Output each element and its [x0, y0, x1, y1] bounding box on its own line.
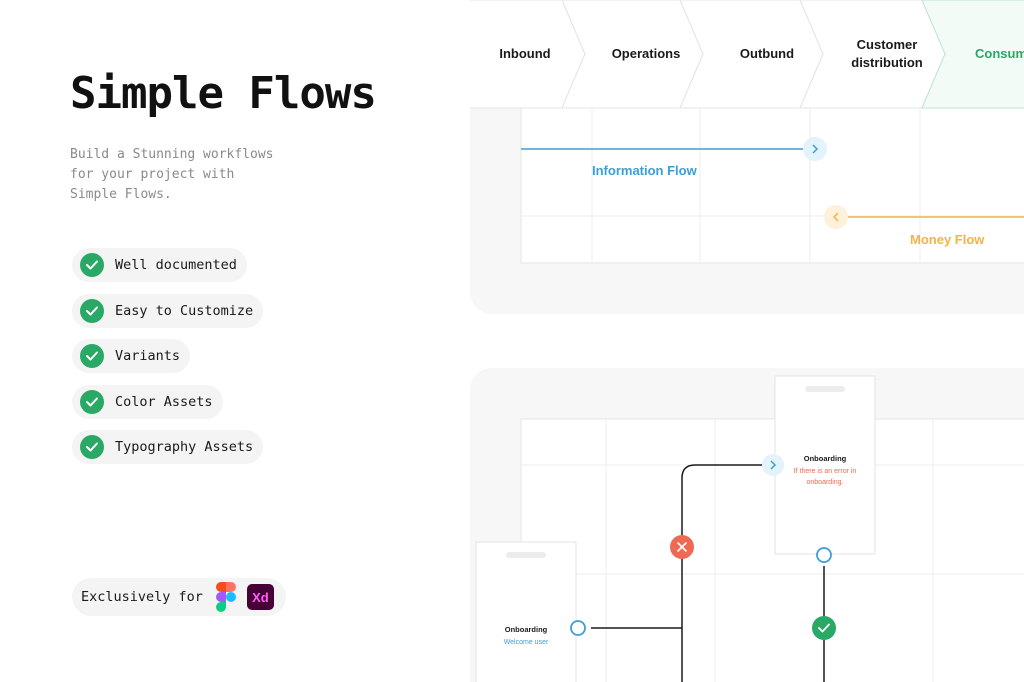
- money-flow-label: Money Flow: [910, 232, 985, 247]
- chevron-left-icon: [832, 212, 839, 222]
- grid-lines: [521, 108, 1024, 263]
- stage-label: Customer: [857, 37, 918, 52]
- check-icon: [80, 435, 104, 459]
- stage-label: Inbound: [499, 46, 550, 61]
- feature-label: Color Assets: [115, 393, 213, 410]
- onboarding-diagram: Onboarding If there is an error in onboa…: [475, 375, 1024, 682]
- value-chain-diagram: Inbound Operations Outbund Customer dist…: [470, 0, 1024, 264]
- subtitle-line: Build a Stunning workflows: [70, 147, 274, 162]
- check-icon: [80, 253, 104, 277]
- check-icon: [818, 623, 830, 633]
- stage-label: Outbund: [740, 46, 794, 61]
- exclusive-label: Exclusively for: [81, 589, 203, 605]
- card-title: Onboarding: [505, 625, 548, 634]
- onboarding-card: [774, 375, 876, 555]
- feature-item: Easy to Customize: [72, 293, 264, 328]
- value-chain-flow-panel: Inbound Operations Outbund Customer dist…: [470, 0, 1024, 314]
- flow-forward-node: [803, 137, 827, 161]
- promo-panel: Simple Flows Build a Stunning workflows …: [0, 0, 440, 682]
- feature-list: Well documented Easy to Customize Varian…: [72, 248, 264, 476]
- feature-label: Typography Assets: [115, 439, 254, 455]
- check-icon: [80, 344, 104, 368]
- flow-forward-node: [762, 454, 784, 476]
- stage-label: distribution: [851, 55, 923, 70]
- card-handle: [805, 386, 845, 392]
- card-handle: [506, 552, 546, 558]
- page-subtitle: Build a Stunning workflows for your proj…: [70, 145, 290, 205]
- feature-item: Well documented: [72, 248, 247, 282]
- adobe-xd-logo-icon: Xd: [246, 584, 274, 610]
- subtitle-line: for your project with: [70, 167, 235, 182]
- chevron-right-icon: [812, 144, 819, 154]
- information-flow-label: Information Flow: [592, 163, 698, 178]
- exclusive-badge: Exclusively for Xd: [72, 578, 286, 616]
- feature-item: Variants: [72, 339, 191, 373]
- onboarding-card: [475, 541, 577, 682]
- connector-port: [570, 620, 586, 636]
- feature-item: Color Assets: [72, 384, 223, 419]
- stage-consumer: [921, 0, 1024, 109]
- success-node: [812, 616, 836, 640]
- feature-label: Variants: [115, 348, 181, 364]
- connector-line: [681, 464, 765, 682]
- close-icon: [677, 542, 687, 552]
- card-error-message: onboarding.: [807, 479, 844, 486]
- flow-back-node: [824, 205, 848, 229]
- stage-label: Operations: [612, 46, 681, 61]
- card-error-message: If there is an error in: [794, 468, 857, 475]
- onboarding-flow-panel: Onboarding If there is an error in onboa…: [470, 368, 1024, 682]
- figma-logo-icon: [215, 582, 236, 612]
- check-icon: [80, 298, 104, 323]
- stage-label: Consum: [975, 46, 1024, 61]
- card-welcome-message: Welcome user: [504, 639, 549, 646]
- flow-grid: [520, 107, 1024, 264]
- chevron-right-icon: [770, 460, 777, 470]
- card-title: Onboarding: [804, 454, 847, 463]
- feature-label: Well documented: [115, 257, 237, 273]
- page-title: Simple Flows: [70, 68, 377, 119]
- feature-item: Typography Assets: [72, 430, 264, 464]
- connector-port: [816, 547, 832, 563]
- stage-header: Inbound Operations Outbund Customer dist…: [470, 0, 1024, 109]
- subtitle-line: Simple Flows.: [70, 187, 172, 202]
- feature-label: Easy to Customize: [115, 302, 254, 319]
- check-icon: [80, 389, 104, 414]
